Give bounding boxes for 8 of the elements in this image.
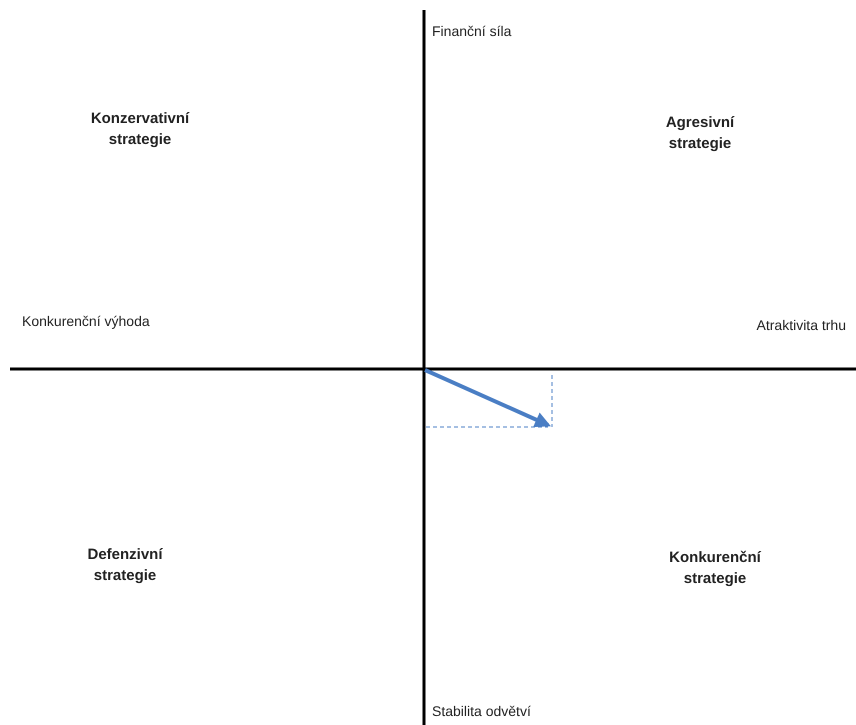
axis-label: Konkurenční výhoda	[22, 312, 150, 330]
axis-label: Stabilita odvětví	[432, 702, 531, 720]
quadrant-label: Konzervativní strategie	[90, 109, 190, 150]
quadrant-label: Konkurenční strategie	[668, 548, 762, 589]
axis-label: Atraktivita trhu	[756, 316, 846, 334]
axis-label: Finanční síla	[432, 22, 512, 40]
quadrant-label: Defenzivní strategie	[86, 545, 164, 586]
quadrant-label: Agresivní strategie	[664, 113, 736, 154]
